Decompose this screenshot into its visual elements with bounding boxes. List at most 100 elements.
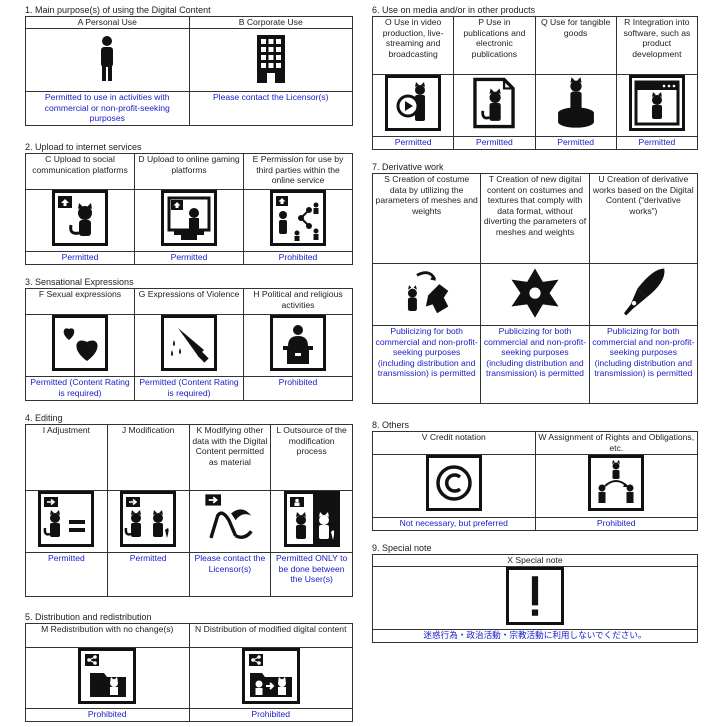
section-title: 9. Special note (372, 543, 432, 553)
hearts-icon (52, 315, 108, 371)
section-main-purpose: 1. Main purpose(s) of using the Digital … (25, 5, 353, 126)
icon-cell (243, 314, 353, 377)
costume-mesh-icon (398, 264, 455, 320)
icon-cell (371, 263, 482, 326)
distribution-table: M Redistribution with no change(s) N Dis… (25, 623, 353, 722)
person-icon (73, 29, 142, 87)
item-header-k: K Modifying other data with the Digital … (188, 424, 272, 491)
outsource-icon (283, 491, 340, 547)
item-status-p: Permitted (453, 136, 536, 150)
item-header-m: M Redistribution with no change(s) (25, 623, 190, 648)
item-header-e: E Permission for use by third parties wi… (243, 153, 353, 190)
main-purpose-table: A Personal Use B Corporate Use Permitted… (25, 16, 353, 126)
section-sensational: 3. Sensational Expressions F Sexual expr… (25, 277, 353, 401)
item-status-n: Prohibited (188, 708, 353, 722)
item-header-o: O Use in video production, live-streamin… (371, 16, 455, 75)
section-title: 5. Distribution and redistribution (25, 612, 152, 622)
item-header-x: X Special note (372, 554, 698, 567)
section-title: 6. Use on media and/or in other products (372, 5, 536, 15)
item-status-v: Not necessary, but preferred (372, 517, 536, 531)
item-header-p: P Use in publications and electronic pub… (453, 16, 536, 75)
item-status-i: Permitted (25, 552, 108, 597)
item-header-d: D Upload to online gaming platforms (134, 153, 244, 190)
knife-icon (161, 315, 217, 371)
item-status-k: Please contact the Licensor(s) (188, 552, 272, 597)
item-status-a: Permitted to use in activities with comm… (25, 91, 190, 126)
third-party-share-icon (270, 190, 326, 246)
item-status-h: Prohibited (243, 376, 353, 401)
icon-cell (371, 74, 455, 137)
goods-icon (547, 75, 604, 131)
item-status-o: Permitted (371, 136, 455, 150)
item-header-g: G Expressions of Violence (134, 288, 244, 315)
item-header-n: N Distribution of modified digital conte… (188, 623, 353, 648)
icon-cell (270, 490, 353, 553)
publication-icon (466, 75, 523, 131)
building-icon (236, 29, 305, 87)
exclamation-icon (506, 567, 564, 625)
icon-cell (480, 263, 590, 326)
item-status-m: Prohibited (25, 708, 190, 722)
icon-cell (106, 490, 190, 553)
icon-cell (134, 314, 244, 377)
section-title: 1. Main purpose(s) of using the Digital … (25, 5, 211, 15)
item-status-j: Permitted (106, 552, 190, 597)
icon-cell (188, 647, 353, 709)
upload-social-icon (52, 190, 108, 246)
item-status-q: Permitted (534, 136, 617, 150)
section-distribution: 5. Distribution and redistribution M Red… (25, 612, 353, 722)
section-others: 8. Others V Credit notation W Assignment… (372, 420, 698, 531)
icon-cell (25, 647, 190, 709)
item-header-q: Q Use for tangible goods (534, 16, 617, 75)
section-title: 7. Derivative work (372, 162, 444, 172)
upload-table: C Upload to social communication platfor… (25, 153, 353, 265)
costume-new-icon (506, 264, 563, 320)
assignment-icon (588, 455, 645, 511)
section-editing: 4. Editing I Adjustment J Modification K… (25, 413, 353, 597)
item-status-b: Please contact the Licensor(s) (188, 91, 353, 126)
special-note-table: X Special note 迷惑行為・政治活動・宗教活動に利用しないでください… (372, 554, 698, 643)
item-header-r: R Integration into software, such as pro… (615, 16, 699, 75)
item-header-i: I Adjustment (25, 424, 108, 491)
redistribute-icon (78, 648, 137, 704)
icon-cell (534, 454, 698, 518)
editing-table: I Adjustment J Modification K Modifying … (25, 424, 353, 597)
item-header-j: J Modification (106, 424, 190, 491)
modify-material-icon (201, 491, 258, 547)
icon-cell (188, 490, 272, 553)
adjustment-icon (38, 491, 95, 547)
others-table: V Credit notation W Assignment of Rights… (372, 431, 698, 531)
section-title: 4. Editing (25, 413, 63, 423)
upload-gaming-icon (161, 190, 217, 246)
video-icon (385, 75, 442, 131)
icon-cell (372, 566, 698, 630)
item-header-b: B Corporate Use (188, 16, 353, 29)
item-status-d: Permitted (134, 251, 244, 265)
section-title: 2. Upload to internet services (25, 142, 142, 152)
copyright-icon (425, 455, 482, 511)
section-title: 3. Sensational Expressions (25, 277, 134, 287)
item-status-x: 迷惑行為・政治活動・宗教活動に利用しないでください。 (372, 629, 698, 643)
podium-icon (270, 315, 326, 371)
distribute-modified-icon (241, 648, 300, 704)
item-header-c: C Upload to social communication platfor… (25, 153, 135, 190)
icon-cell (25, 28, 190, 92)
icon-cell (188, 28, 353, 92)
icon-cell (243, 189, 353, 252)
item-header-w: W Assignment of Rights and Obligations, … (534, 431, 698, 455)
item-header-v: V Credit notation (372, 431, 536, 455)
icon-cell (25, 189, 135, 252)
section-media: 6. Use on media and/or in other products… (371, 5, 699, 150)
pen-nib-icon (615, 264, 672, 320)
item-status-l: Permitted ONLY to be done between the Us… (270, 552, 353, 597)
item-header-h: H Political and religious activities (243, 288, 353, 315)
item-status-f: Permitted (Content Rating is required) (25, 376, 135, 401)
icon-cell (25, 490, 108, 553)
item-header-s: S Creation of costume data by utilizing … (371, 173, 482, 264)
modification-icon (120, 491, 177, 547)
section-special-note: 9. Special note X Special note 迷惑行為・政治活動… (372, 543, 698, 643)
sensational-table: F Sexual expressions G Expressions of Vi… (25, 288, 353, 401)
icon-cell (588, 263, 699, 326)
section-derivative: 7. Derivative work S Creation of costume… (371, 162, 699, 404)
item-header-a: A Personal Use (25, 16, 190, 29)
